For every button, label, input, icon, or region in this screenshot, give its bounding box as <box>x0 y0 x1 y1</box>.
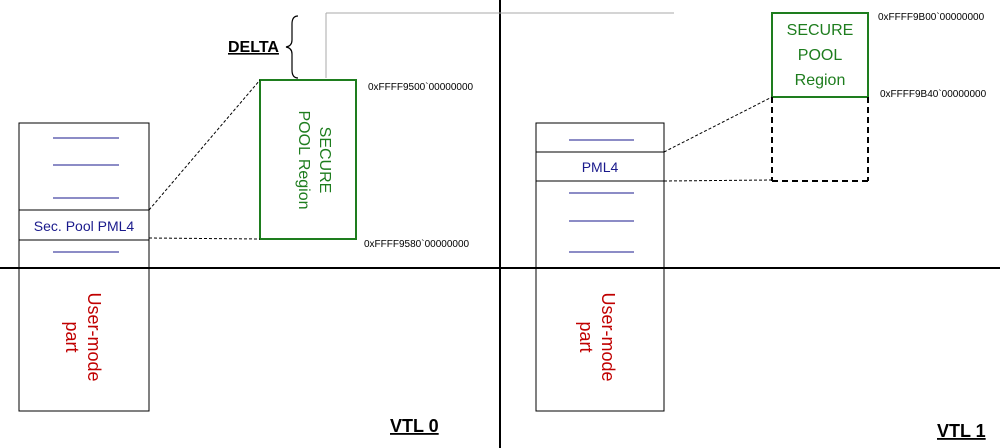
vtl0-secure-line1: SECURE <box>316 127 333 194</box>
vtl0-addr-bottom: 0xFFFF9580`00000000 <box>364 238 470 250</box>
vtl0-connector-bottom <box>148 237 261 240</box>
vtl0-pml4-label: Sec. Pool PML4 <box>34 218 135 234</box>
vtl0-secure-pool-label: SECURE POOL Region <box>295 110 333 209</box>
vtl1-secure-pool-box <box>771 12 869 98</box>
delta-brace <box>285 15 299 79</box>
vtl1-secure-line3: Region <box>795 72 846 89</box>
vtl0-pagetable-box <box>18 122 150 412</box>
delta-label: DELTA <box>228 39 279 56</box>
vtl1-usermode-line1: User-mode <box>598 292 618 381</box>
vtl1-secure-line2: POOL <box>798 47 843 64</box>
vtl0-secure-line2: POOL Region <box>295 110 312 209</box>
vtl1-secure-line1: SECURE <box>787 22 854 39</box>
vtl1-label: VTL 1 <box>937 421 986 441</box>
vtl1-addr-bottom: 0xFFFF9B40`00000000 <box>880 88 987 100</box>
vtl0-usermode-label: User-mode part <box>62 292 104 381</box>
vtl1-usermode-line2: part <box>576 321 596 352</box>
vtl0-label: VTL 0 <box>390 416 439 436</box>
vtl1-connector-top <box>663 96 773 153</box>
vtl1-panel: PML4 User-mode part SECURE POOL Region 0… <box>535 11 987 441</box>
vtl0-addr-top: 0xFFFF9500`00000000 <box>368 81 474 93</box>
vtl0-connector-top <box>148 79 261 211</box>
vtl0-usermode-line1: User-mode <box>84 292 104 381</box>
vtl0-secure-pool-box <box>259 79 357 240</box>
vtl0-usermode-line2: part <box>62 321 82 352</box>
vtl0-panel: Sec. Pool PML4 User-mode part SECURE POO… <box>18 12 674 436</box>
vtl1-connector-bottom <box>663 179 773 182</box>
vtl1-usermode-label: User-mode part <box>576 292 618 381</box>
vtl1-pagetable-box <box>535 122 665 412</box>
vtl1-addr-top: 0xFFFF9B00`00000000 <box>878 11 985 23</box>
vtl1-pml4-label: PML4 <box>582 159 619 175</box>
